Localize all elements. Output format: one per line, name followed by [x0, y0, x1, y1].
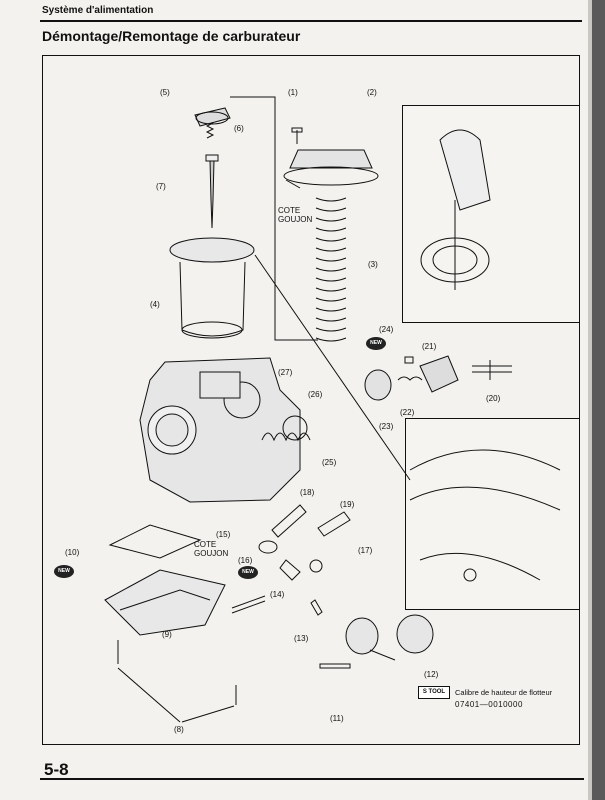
- label-part-10: (10): [65, 548, 80, 557]
- part-carburetor-body: [139, 357, 301, 503]
- part-jet-18: [271, 504, 307, 538]
- page-title: Démontage/Remontage de carburateur: [42, 28, 301, 44]
- label-part-18: (18): [300, 488, 315, 497]
- inset1-drawing: [420, 129, 491, 290]
- label-part-6: (6): [234, 124, 244, 133]
- inset2-drawing: [409, 449, 561, 582]
- leader-screws: [117, 667, 235, 723]
- callout-top-cote: COTE: [278, 206, 301, 215]
- part-jet-19: [317, 511, 351, 537]
- new-part-badge: NEW: [238, 566, 258, 579]
- part-needle-spring: [205, 122, 215, 139]
- new-part-badge: NEW: [54, 565, 74, 578]
- binding-spine: [592, 0, 605, 800]
- label-part-19: (19): [340, 500, 355, 509]
- part-gasket: [108, 524, 202, 559]
- label-part-12: (12): [424, 670, 439, 679]
- label-part-5: (5): [160, 88, 170, 97]
- inset-diaphragm-removal: [402, 105, 580, 323]
- part-diaphragm: [364, 369, 392, 401]
- part-float-chamber: [104, 569, 226, 636]
- part-needle-valve: [310, 599, 323, 616]
- page-edge-shadow: [588, 0, 592, 800]
- label-part-1: (1): [288, 88, 298, 97]
- footer-rule: [40, 778, 584, 780]
- figure-frame: [42, 55, 580, 745]
- part-throttle-spring: [261, 415, 311, 442]
- tool-name: Calibre de hauteur de flotteur: [455, 688, 553, 697]
- new-part-badge: NEW: [366, 337, 386, 350]
- part-oring-24: [404, 356, 414, 364]
- part-cover-21: [419, 355, 459, 393]
- part-small-spring: [397, 376, 423, 381]
- callout-top-goujon: GOUJON: [278, 215, 313, 224]
- label-part-4: (4): [150, 300, 160, 309]
- label-part-21: (21): [422, 342, 437, 351]
- label-part-27: (27): [278, 368, 293, 377]
- page-number: 5-8: [44, 760, 69, 779]
- label-part-7: (7): [156, 182, 166, 191]
- label-part-26: (26): [308, 390, 323, 399]
- label-part-15: (15): [216, 530, 231, 539]
- label-part-11: (11): [330, 714, 344, 723]
- label-part-3: (3): [368, 260, 378, 269]
- label-part-20: (20): [486, 394, 501, 403]
- part-float-pin: [319, 663, 351, 669]
- special-tool-badge: S TOOL: [418, 686, 450, 699]
- part-jet-17: [309, 559, 323, 573]
- part-cover-screw: [291, 127, 303, 144]
- part-pilot-screw: [231, 595, 266, 614]
- part-screws-20: [472, 360, 512, 380]
- callout-bottom-goujon: GOUJON: [194, 549, 229, 558]
- part-float: [345, 614, 434, 661]
- part-piston-spring: [315, 197, 347, 342]
- label-part-23: (23): [379, 422, 394, 431]
- callout-bottom-cote: COTE: [194, 540, 217, 549]
- part-vacuum-piston: [169, 237, 255, 339]
- part-oring-15: [258, 540, 278, 554]
- label-part-14: (14): [270, 590, 285, 599]
- label-part-22: (22): [400, 408, 415, 417]
- label-part-25: (25): [322, 458, 337, 467]
- label-part-9: (9): [162, 630, 172, 639]
- label-part-2: (2): [367, 88, 377, 97]
- label-part-24: (24): [379, 325, 394, 334]
- header-rule: [40, 20, 582, 22]
- section-header: Système d'alimentation: [42, 5, 154, 16]
- tool-number: 07401—0010000: [455, 700, 523, 709]
- label-part-16: (16): [238, 556, 253, 565]
- label-part-17: (17): [358, 546, 373, 555]
- part-top-cover: [283, 149, 379, 189]
- part-chamber-screws: [117, 640, 237, 705]
- part-jet-needle: [205, 154, 219, 229]
- part-jet-16: [279, 559, 301, 581]
- label-part-8: (8): [174, 725, 184, 734]
- label-part-13: (13): [294, 634, 309, 643]
